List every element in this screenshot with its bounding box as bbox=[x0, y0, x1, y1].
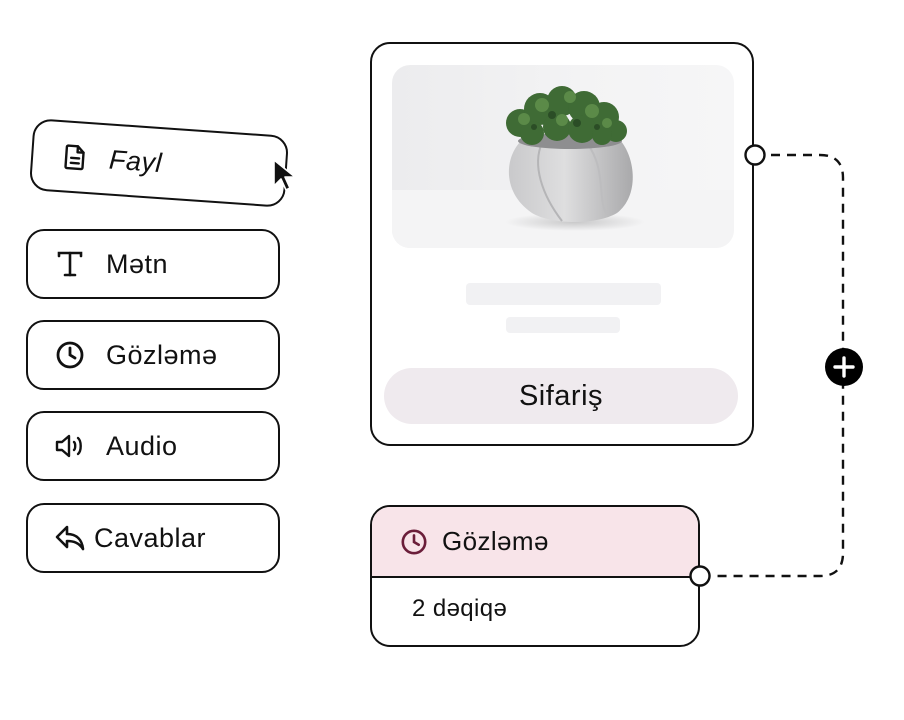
clock-icon bbox=[400, 528, 428, 556]
wait-node-output-handle[interactable] bbox=[689, 565, 711, 587]
plus-circle-icon[interactable] bbox=[825, 348, 863, 386]
wait-node-card[interactable]: Gözləmə 2 dəqiqə bbox=[370, 505, 700, 647]
file-icon bbox=[58, 140, 92, 174]
title-placeholder bbox=[466, 283, 661, 305]
block-gozleme[interactable]: Gözləmə bbox=[26, 320, 280, 390]
block-audio[interactable]: Audio bbox=[26, 411, 280, 481]
block-cavablar-label: Cavablar bbox=[94, 522, 207, 553]
wait-node-value: 2 dəqiqə bbox=[412, 595, 508, 622]
wait-node-header: Gözləmə bbox=[372, 507, 698, 578]
wait-node-title: Gözləmə bbox=[442, 526, 549, 556]
product-card[interactable]: Sifariş bbox=[370, 42, 754, 446]
block-gozleme-label: Gözləmə bbox=[106, 339, 218, 370]
block-metn[interactable]: Mətn bbox=[26, 229, 280, 299]
card-output-handle[interactable] bbox=[744, 144, 766, 166]
reply-icon bbox=[54, 522, 86, 554]
block-metn-label: Mətn bbox=[106, 248, 169, 279]
clock-icon bbox=[54, 339, 86, 371]
text-icon bbox=[54, 248, 86, 280]
order-button[interactable]: Sifariş bbox=[384, 368, 738, 424]
subtitle-placeholder bbox=[506, 317, 620, 333]
block-cavablar[interactable]: Cavablar bbox=[26, 503, 280, 573]
cursor-arrow-icon bbox=[273, 159, 296, 191]
block-audio-label: Audio bbox=[106, 430, 178, 461]
plant-pot-image bbox=[392, 65, 734, 248]
speaker-icon bbox=[54, 430, 86, 462]
block-fayl[interactable]: Fayl bbox=[28, 118, 290, 208]
